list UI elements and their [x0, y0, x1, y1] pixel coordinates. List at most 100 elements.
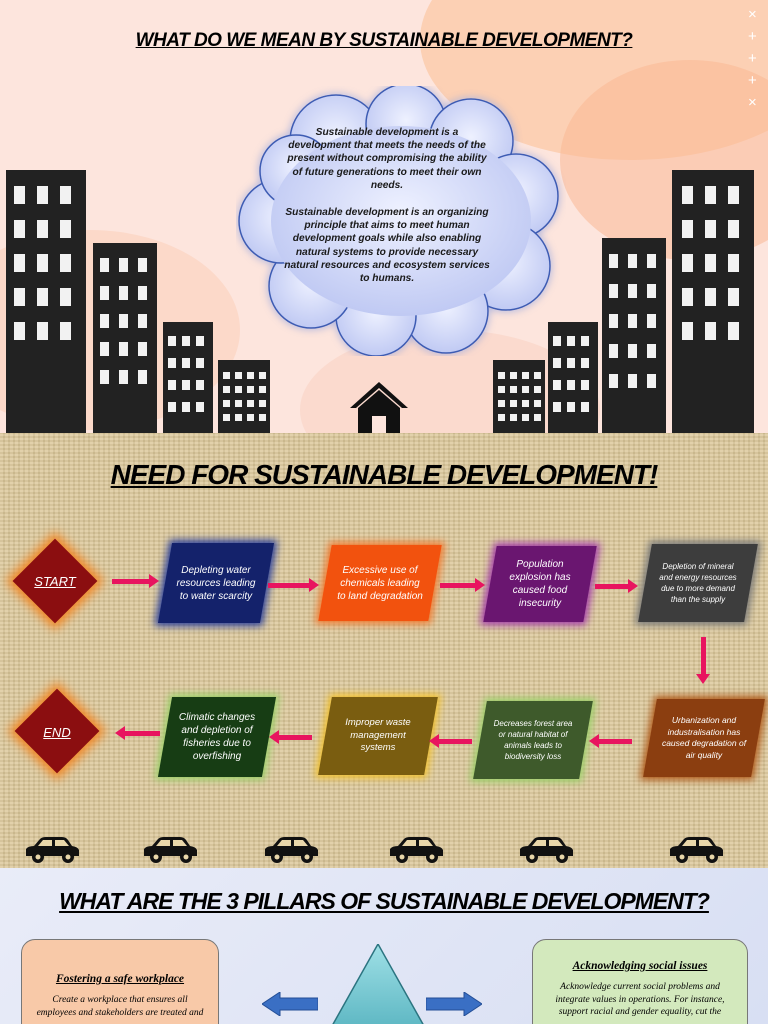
- building-window: [567, 336, 575, 346]
- building-window: [168, 336, 176, 346]
- building-window: [196, 336, 204, 346]
- building-window: [647, 284, 656, 298]
- building-window: [628, 284, 637, 298]
- car-icon: [390, 837, 443, 863]
- building-window: [498, 400, 505, 407]
- flow-arrow: [595, 579, 638, 593]
- building-window: [628, 254, 637, 268]
- building-window: [182, 336, 190, 346]
- building-window: [510, 414, 517, 421]
- building-window: [628, 374, 637, 388]
- building-window: [14, 254, 25, 272]
- flow-arrow: [115, 726, 160, 740]
- building-window: [100, 314, 109, 328]
- building-window: [705, 288, 716, 306]
- building-window: [119, 342, 128, 356]
- building-window: [37, 322, 48, 340]
- building-window: [522, 414, 529, 421]
- building-window: [196, 380, 204, 390]
- thought-cloud: [238, 86, 559, 356]
- pillar-card-workplace: Fostering a safe workplace Create a work…: [21, 939, 219, 1024]
- building-window: [534, 400, 541, 407]
- building-window: [223, 414, 230, 421]
- building-window: [259, 372, 266, 379]
- building-window: [138, 314, 147, 328]
- building-window: [628, 314, 637, 328]
- car-icon: [670, 837, 723, 863]
- building-window: [100, 342, 109, 356]
- building-window: [534, 386, 541, 393]
- building-window: [522, 372, 529, 379]
- flow-arrow: [696, 637, 710, 684]
- definition-paragraph: Sustainable development is a development…: [287, 127, 487, 191]
- flow-step-text: Depleting water resources leading to wat…: [176, 564, 256, 602]
- car-icon: [144, 837, 197, 863]
- flow-step-text: Decreases forest area or natural habitat…: [493, 719, 573, 761]
- building-window: [498, 414, 505, 421]
- building-window: [682, 220, 693, 238]
- building-window: [705, 220, 716, 238]
- building-window: [510, 386, 517, 393]
- right-arrow-icon: [426, 992, 482, 1016]
- end-label: END: [43, 725, 71, 740]
- building-window: [119, 314, 128, 328]
- pillar-body: Create a workplace that ensures all empl…: [36, 995, 204, 1018]
- start-label: START: [34, 574, 76, 589]
- building-window: [235, 414, 242, 421]
- building-window: [37, 220, 48, 238]
- building-window: [37, 186, 48, 204]
- building-window: [168, 358, 176, 368]
- building-window: [247, 400, 254, 407]
- building-window: [510, 400, 517, 407]
- flow-arrow: [269, 730, 312, 744]
- building-window: [235, 400, 242, 407]
- building-window: [223, 372, 230, 379]
- building-window: [553, 380, 561, 390]
- definition-paragraph: Sustainable development is an organizing…: [284, 207, 490, 285]
- flow-arrow: [440, 578, 485, 592]
- section-title: NEED FOR SUSTAINABLE DEVELOPMENT!: [110, 459, 659, 490]
- pillar-body: Acknowledge current social problems and …: [555, 982, 725, 1017]
- building-window: [609, 284, 618, 298]
- sparkle-icon: ×+++×: [748, 6, 757, 111]
- building-window: [100, 370, 109, 384]
- building-window: [682, 322, 693, 340]
- building-window: [235, 372, 242, 379]
- building-window: [223, 386, 230, 393]
- section-title: WHAT ARE THE 3 PILLARS OF SUSTAINABLE DE…: [59, 888, 710, 914]
- flow-step-text: Improper waste management systems: [345, 717, 411, 754]
- pillar-heading: Acknowledging social issues: [572, 960, 708, 972]
- building-window: [609, 314, 618, 328]
- building-window: [60, 288, 71, 306]
- building-window: [567, 358, 575, 368]
- building-window: [60, 254, 71, 272]
- building-window: [567, 380, 575, 390]
- building-window: [138, 370, 147, 384]
- building-window: [247, 386, 254, 393]
- building-window: [609, 344, 618, 358]
- building-window: [14, 288, 25, 306]
- building-window: [37, 254, 48, 272]
- building-window: [223, 400, 230, 407]
- building-window: [138, 342, 147, 356]
- building-window: [728, 288, 739, 306]
- building-window: [628, 344, 637, 358]
- building-window: [100, 286, 109, 300]
- car-icon: [265, 837, 318, 863]
- building-window: [534, 372, 541, 379]
- building-window: [119, 258, 128, 272]
- building-window: [119, 370, 128, 384]
- building-window: [498, 386, 505, 393]
- building-window: [705, 186, 716, 204]
- building-window: [510, 372, 517, 379]
- page-title: WHAT DO WE MEAN BY SUSTAINABLE DEVELOPME…: [135, 30, 633, 51]
- building-window: [182, 380, 190, 390]
- building-window: [705, 322, 716, 340]
- building-window: [196, 402, 204, 412]
- building-window: [682, 186, 693, 204]
- building-window: [581, 402, 589, 412]
- building-window: [182, 358, 190, 368]
- pillars-section: WHAT ARE THE 3 PILLARS OF SUSTAINABLE DE…: [0, 868, 768, 1024]
- building-window: [609, 374, 618, 388]
- building-window: [728, 220, 739, 238]
